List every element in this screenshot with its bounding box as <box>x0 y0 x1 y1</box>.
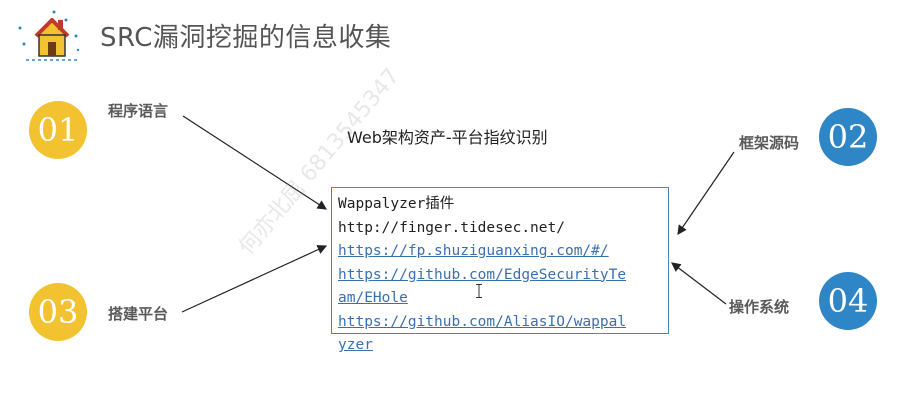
label-02: 框架源码 <box>739 134 800 152</box>
circle-03-number: 03 <box>37 293 79 331</box>
house-icon <box>18 10 80 61</box>
link-wappalyzer-part2[interactable]: yzer <box>338 337 373 353</box>
link-ehole-part1[interactable]: https://github.com/EdgeSecurityTe <box>338 266 627 283</box>
arrow-from-02 <box>677 151 735 235</box>
circle-03: 03 <box>29 283 87 341</box>
tools-list: Wappalyzer插件 http://finger.tidesec.net/ … <box>338 193 668 358</box>
page-title: SRC漏洞挖掘的信息收集 <box>100 23 392 53</box>
text-cursor-icon <box>476 284 482 298</box>
tool-finger-url: http://finger.tidesec.net/ <box>338 219 565 236</box>
arrow-from-04 <box>671 262 727 305</box>
circle-01-number: 01 <box>37 111 79 149</box>
label-04: 操作系统 <box>729 298 790 316</box>
circle-01: 01 <box>29 101 87 159</box>
label-03: 搭建平台 <box>108 305 169 323</box>
circle-04-number: 04 <box>827 282 869 320</box>
circle-02-number: 02 <box>827 118 869 156</box>
link-ehole-part2[interactable]: am/EHole <box>338 290 408 306</box>
arrow-from-03 <box>181 245 328 313</box>
link-shuziguanxing[interactable]: https://fp.shuziguanxing.com/#/ <box>338 243 609 259</box>
tool-wappalyzer: Wappalyzer插件 <box>338 196 455 212</box>
circle-02: 02 <box>819 108 877 166</box>
circle-04: 04 <box>819 272 877 330</box>
section-subtitle: Web架构资产-平台指纹识别 <box>347 128 548 147</box>
arrow-from-01 <box>182 115 328 210</box>
tools-textbox[interactable] <box>331 187 669 334</box>
header: SRC漏洞挖掘的信息收集 <box>0 0 911 70</box>
link-wappalyzer-part1[interactable]: https://github.com/AliasIO/wappal <box>338 313 627 330</box>
label-01: 程序语言 <box>108 102 169 120</box>
